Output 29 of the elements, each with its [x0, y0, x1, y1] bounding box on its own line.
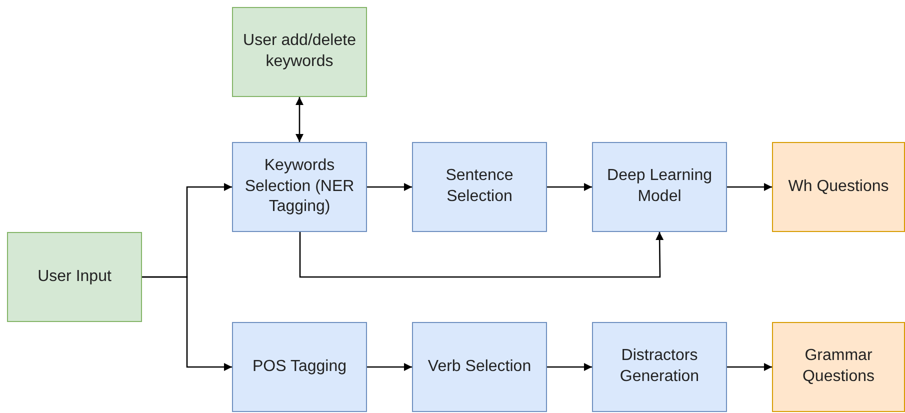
arrow — [299, 232, 664, 278]
process-box — [772, 142, 905, 232]
process-box — [592, 142, 727, 232]
process-box — [232, 7, 367, 97]
node-label: Verb Selection — [428, 356, 532, 377]
arrow — [727, 363, 772, 371]
node-label: User add/delete keywords — [242, 31, 357, 72]
node-label: Distractors Generation — [618, 346, 700, 387]
node-label: Deep Learning Model — [606, 166, 713, 207]
node-label: POS Tagging — [252, 356, 346, 377]
arrow — [547, 183, 592, 191]
process-box — [7, 232, 142, 322]
process-box — [232, 322, 367, 412]
node-label: User Input — [38, 266, 112, 287]
process-box — [412, 322, 547, 412]
arrow — [142, 276, 232, 371]
process-box — [592, 322, 727, 412]
arrow — [367, 183, 412, 191]
process-box — [412, 142, 547, 232]
node-label: Wh Questions — [788, 176, 889, 197]
node-label: Grammar Questions — [801, 346, 876, 387]
arrow — [727, 183, 772, 191]
arrow — [367, 363, 412, 371]
process-box — [232, 142, 367, 232]
node-label: Sentence Selection — [444, 166, 514, 207]
arrow — [547, 363, 592, 371]
process-box — [772, 322, 905, 412]
node-label: Keywords Selection (NER Tagging) — [244, 156, 356, 218]
arrow — [296, 97, 304, 142]
